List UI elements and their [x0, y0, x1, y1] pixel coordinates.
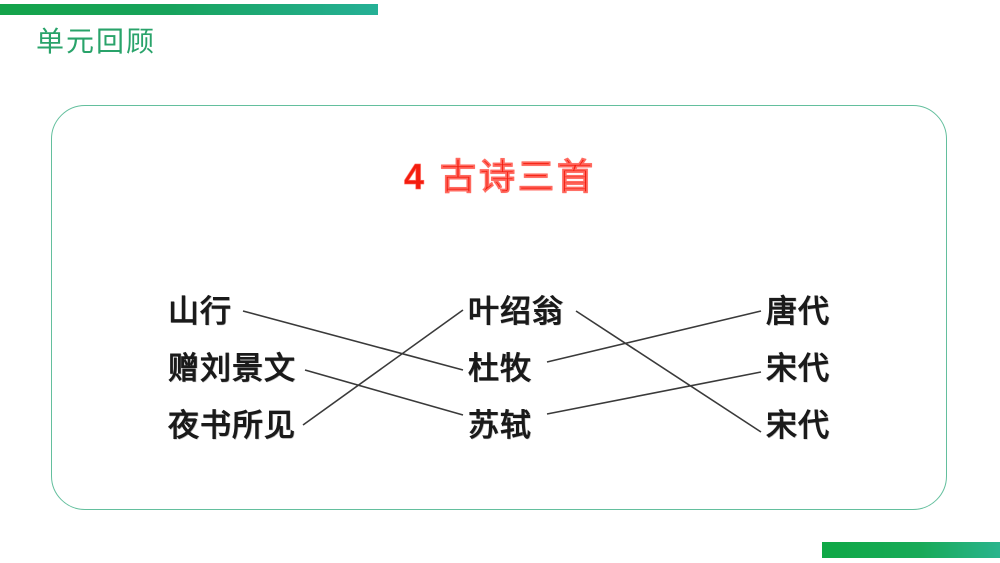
dynasty-item[interactable]: 宋代 [766, 408, 830, 443]
author-item[interactable]: 杜牧 [468, 351, 532, 386]
dynasty-column: 唐代 宋代 宋代 [766, 296, 830, 441]
dynasty-item[interactable]: 唐代 [766, 294, 830, 329]
author-item[interactable]: 苏轼 [468, 408, 532, 443]
poem-column: 山行 赠刘景文 夜书所见 [168, 296, 296, 441]
poem-item[interactable]: 夜书所见 [168, 408, 296, 443]
bottom-accent-bar [822, 542, 1000, 558]
poem-item[interactable]: 赠刘景文 [168, 351, 296, 386]
lesson-title: 4 古诗三首 [403, 156, 597, 198]
top-accent-bar [0, 4, 378, 15]
dynasty-item[interactable]: 宋代 [766, 351, 830, 386]
content-panel [51, 105, 947, 510]
poem-item[interactable]: 山行 [168, 294, 232, 329]
author-item[interactable]: 叶绍翁 [468, 294, 564, 329]
page-title: 单元回顾 [36, 26, 157, 57]
author-column: 叶绍翁 杜牧 苏轼 [468, 296, 564, 441]
